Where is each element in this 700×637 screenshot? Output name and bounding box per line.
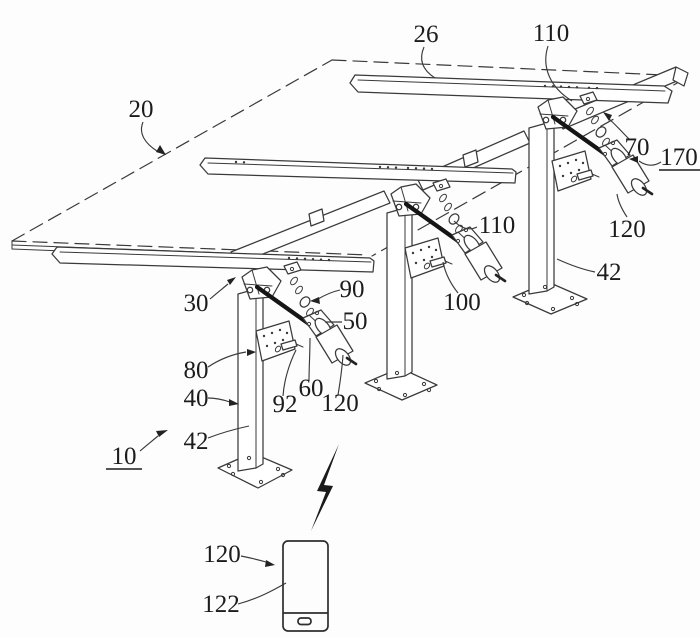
ref-label-20: 20	[129, 96, 154, 123]
leader-30	[209, 283, 229, 300]
arrowhead	[629, 156, 638, 163]
post-rear	[528, 122, 555, 295]
ref-label-100: 100	[443, 289, 481, 316]
ref-label-120-phone: 120	[203, 541, 241, 568]
leader-42-right	[556, 258, 596, 273]
leader-60	[308, 337, 311, 382]
leader-92	[282, 349, 297, 397]
spine-joint	[462, 149, 479, 168]
leader-100	[442, 261, 459, 294]
spine-joint	[308, 208, 325, 227]
spine-end-cap	[672, 66, 689, 87]
leader-90	[317, 289, 341, 300]
leader-10	[139, 435, 159, 452]
ref-label-120-front: 120	[321, 390, 359, 417]
arrowhead	[227, 277, 236, 285]
ref-label-30: 30	[184, 290, 209, 317]
leader-110-top	[545, 45, 573, 102]
ref-label-92: 92	[273, 391, 298, 418]
leader-40	[207, 397, 231, 403]
leader-20	[140, 121, 158, 152]
leader-80	[207, 351, 247, 368]
leader-120-phone	[240, 555, 267, 563]
ref-label-110-mid: 110	[479, 212, 516, 239]
arrowhead	[229, 399, 239, 406]
lightning-bolt-icon	[311, 444, 339, 531]
arrowhead	[603, 112, 612, 121]
leader-120-rear	[616, 193, 628, 218]
ref-label-70: 70	[625, 134, 650, 161]
leader-lines	[139, 45, 662, 605]
leader-70	[607, 117, 630, 140]
leader-170	[638, 160, 662, 166]
ref-label-40: 40	[184, 385, 209, 412]
ref-label-26: 26	[414, 21, 439, 48]
arrowhead	[156, 145, 166, 155]
arrowhead	[247, 349, 256, 356]
arrowhead	[265, 560, 275, 567]
base-plate-holes	[226, 284, 580, 485]
arrowhead	[310, 297, 320, 304]
smartphone-icon	[282, 540, 329, 632]
ref-label-90: 90	[340, 276, 365, 303]
ref-label-42-right: 42	[597, 259, 622, 286]
rail-rear	[349, 74, 673, 104]
post-middle	[386, 207, 413, 380]
leader-42-left	[207, 425, 250, 439]
leader-26	[421, 46, 436, 79]
ref-label-10: 10	[112, 443, 137, 470]
ref-label-50: 50	[343, 308, 368, 335]
post-front	[237, 288, 264, 472]
phone-home-button	[297, 617, 312, 626]
rail-front	[51, 246, 375, 273]
phone-body	[282, 540, 329, 632]
rail-middle	[199, 157, 517, 184]
ref-label-80: 80	[184, 357, 209, 384]
leader-110-mid	[453, 220, 478, 230]
ref-label-110-top: 110	[533, 20, 570, 47]
ref-label-170: 170	[660, 144, 698, 171]
ref-label-120-rear: 120	[608, 216, 646, 243]
ref-label-42-left: 42	[184, 428, 209, 455]
ref-label-60: 60	[299, 375, 324, 402]
arrowhead	[156, 430, 168, 437]
leader-122	[237, 582, 287, 605]
leader-120-front	[337, 354, 344, 396]
ref-label-122: 122	[202, 591, 240, 618]
reference-labels: 20 26 110 70 170 110 120 42 100 30 90 50…	[106, 20, 700, 618]
